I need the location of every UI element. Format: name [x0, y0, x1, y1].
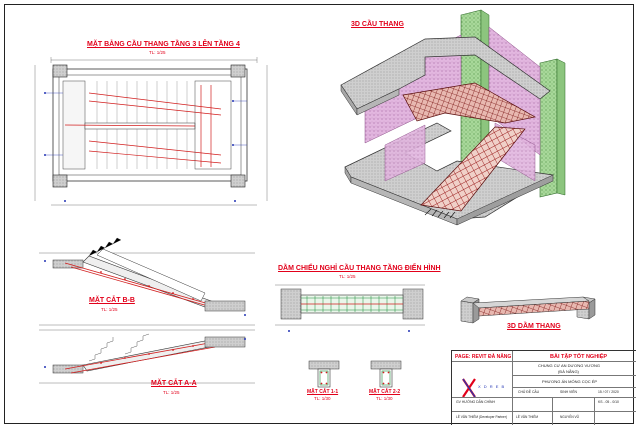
project-type: BÀI TẬP TỐT NGHIỆP: [550, 354, 608, 360]
stair-3d-view: [340, 9, 566, 226]
cut22-title: MẶT CẮT 2-2: [369, 389, 401, 395]
iso-title: 3D CẦU THANG: [351, 21, 404, 28]
landing-beam-detail: [275, 284, 425, 332]
section-aa-title: MẶT CẮT A-A: [151, 380, 197, 387]
cut-22-detail: [370, 360, 402, 388]
beam-scale: TL: 1/25: [339, 274, 356, 279]
cut-11-detail: [308, 360, 340, 388]
sheet-code: KS - 05 - 0/10: [598, 400, 619, 404]
project-city: (ĐÀ NẴNG): [558, 369, 579, 374]
project-name: CHUNG CƯ AN DƯƠNG VƯƠNG: [538, 363, 600, 368]
beam-3d-view: [460, 296, 596, 324]
title-block: PAGE: REVIT ĐÀ NẴNG X D R E B BÀI TẬP TỐ…: [451, 350, 636, 425]
xdreb-logo: [462, 378, 476, 398]
section-bb-title: MẶT CẮT B-B: [89, 297, 135, 304]
section-bb: [39, 237, 255, 326]
cut11-scale: TL: 1/30: [314, 396, 331, 401]
section-aa-scale: TL: 1/25: [163, 390, 180, 395]
beam3d-title: 3D DẦM THANG: [507, 323, 561, 330]
section-aa: [39, 329, 255, 384]
section-bb-scale: TL: 1/25: [101, 307, 118, 312]
drawing-sheet: MẶT BẰNG CẦU THANG TẦNG 3 LÊN TẦNG 4 TL:…: [4, 4, 634, 424]
plan-view: [34, 57, 268, 206]
sheet-subject: PHƯƠNG ÁN MÓNG CỌC ÉP: [542, 379, 598, 384]
col-student: SINH VIÊN: [560, 390, 577, 394]
plan-title: MẶT BẰNG CẦU THANG TẦNG 3 LÊN TẦNG 4: [87, 41, 240, 48]
drawing-canvas: [34, 9, 596, 398]
col-designer: CHỦ ĐỀ CẦU: [518, 390, 540, 394]
page-label: PAGE: REVIT ĐÀ NẴNG: [455, 354, 512, 360]
col-advisor: GV HƯỚNG DẪN CHÍNH: [456, 400, 495, 404]
beam-title: DẦM CHIẾU NGHỈ CẦU THANG TẦNG ĐIỂN HÌNH: [278, 265, 441, 272]
advisor-name: LÊ VĂN THIÊM (Developer Partner): [456, 415, 507, 419]
cut22-scale: TL: 1/30: [376, 396, 393, 401]
designer-name: LÊ VĂN THIÊM: [516, 415, 539, 419]
student-name: NGUYỄN VŨ: [560, 415, 579, 419]
plan-scale: TL: 1/25: [149, 50, 166, 55]
cut11-title: MẶT CẮT 1-1: [307, 389, 339, 395]
date-value: 15 / 07 / 2020: [598, 390, 619, 394]
logo-caption: X D R E B: [478, 384, 506, 389]
